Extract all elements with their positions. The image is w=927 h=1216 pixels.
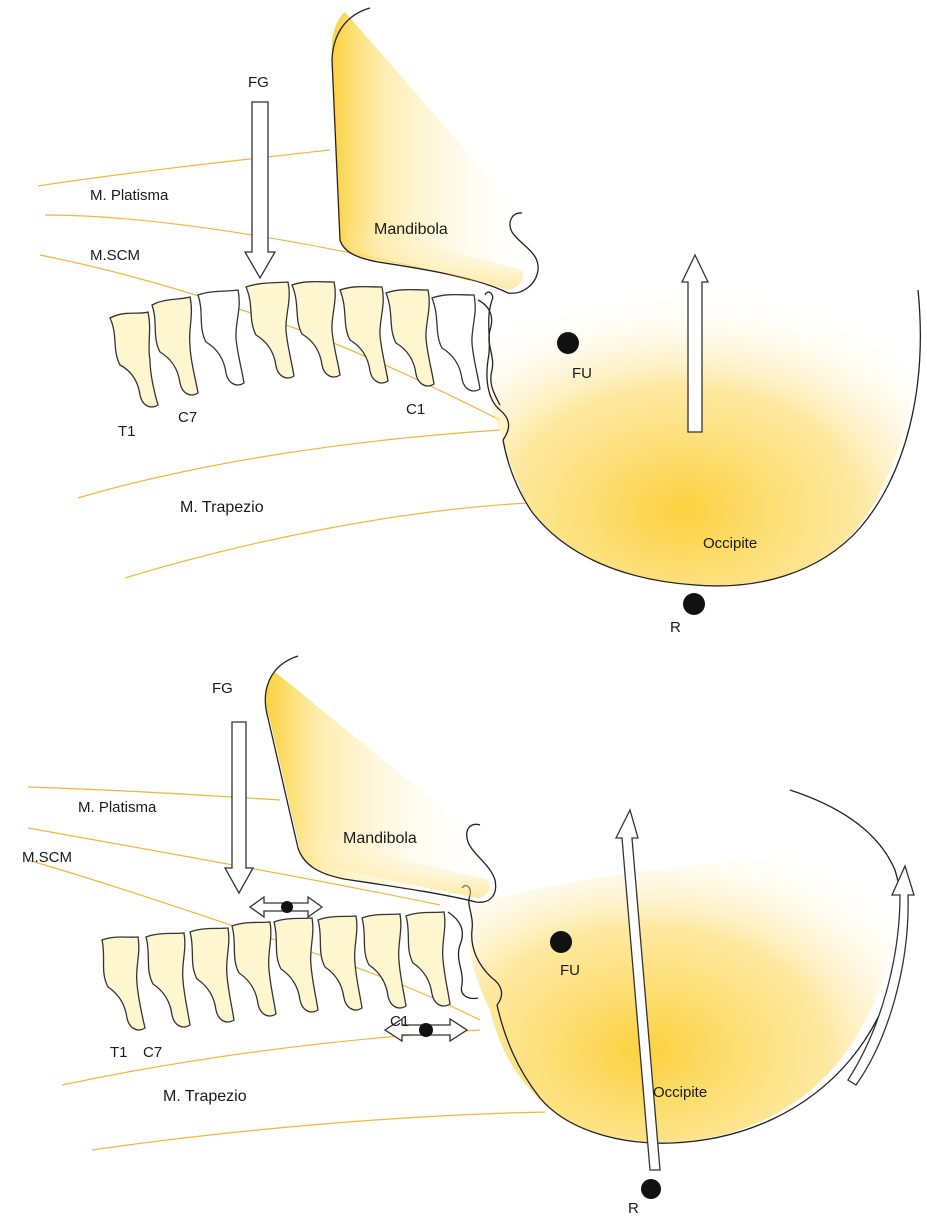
vertebra-c1: [406, 912, 450, 1006]
trapezio-label: M. Trapezio: [180, 499, 264, 516]
platisma-muscle-line: [38, 150, 330, 186]
panel-top: FG M. Platisma M.SCM Mandibola FU T1 C7 …: [38, 8, 921, 636]
t1-label: T1: [118, 423, 136, 440]
vertebra-c2: [386, 290, 434, 386]
vertebra-t1: [110, 312, 158, 407]
vertebra-t1: [102, 937, 145, 1030]
vertebra-c6: [190, 928, 234, 1022]
occipite-label: Occipite: [703, 535, 757, 552]
double-arrow-icon: [250, 897, 322, 917]
c7-label: C7: [178, 409, 197, 426]
vertebra-c2: [362, 914, 406, 1008]
fu-label: FU: [572, 365, 592, 382]
occipite-label: Occipite: [653, 1084, 707, 1101]
r-dot-icon: [641, 1179, 661, 1199]
scm-label: M.SCM: [90, 247, 140, 264]
vertebra-c3: [340, 287, 388, 383]
platisma-label: M. Platisma: [78, 799, 157, 816]
vertebra-c7: [146, 933, 190, 1027]
arrow-down-icon: [225, 722, 253, 893]
fu-dot-icon: [550, 931, 572, 953]
c1-label: C1: [406, 401, 425, 418]
platisma-label: M. Platisma: [90, 187, 169, 204]
vertebra-c5: [232, 922, 276, 1016]
c7-label: C7: [143, 1044, 162, 1061]
vertebra-c1: [432, 295, 480, 391]
mandibola-label: Mandibola: [343, 830, 417, 847]
mandibola-label: Mandibola: [374, 221, 448, 238]
trapezio-muscle-line-1: [78, 430, 500, 498]
vertebra-c6: [198, 290, 244, 385]
r-dot-icon: [683, 593, 705, 615]
r-label: R: [670, 619, 681, 636]
vertebra-c5: [246, 282, 294, 378]
vertebra-c3: [318, 916, 362, 1010]
scm-label: M.SCM: [22, 849, 72, 866]
c1-label: C1: [390, 1013, 409, 1030]
vertebra-c7: [152, 297, 198, 395]
fg-label: FG: [212, 680, 233, 697]
trapezio-label: M. Trapezio: [163, 1088, 247, 1105]
vertebra-c4: [274, 918, 318, 1012]
fu-dot-icon: [557, 332, 579, 354]
fg-label: FG: [248, 74, 269, 91]
fu-label: FU: [560, 962, 580, 979]
t1-label: T1: [110, 1044, 128, 1061]
trapezio-muscle-line-2: [92, 1112, 545, 1150]
r-label: R: [628, 1200, 639, 1216]
arrow-down-icon: [245, 102, 275, 278]
panel-bottom: FG M. Platisma M.SCM Mandibola FU T1 C7 …: [22, 656, 914, 1216]
